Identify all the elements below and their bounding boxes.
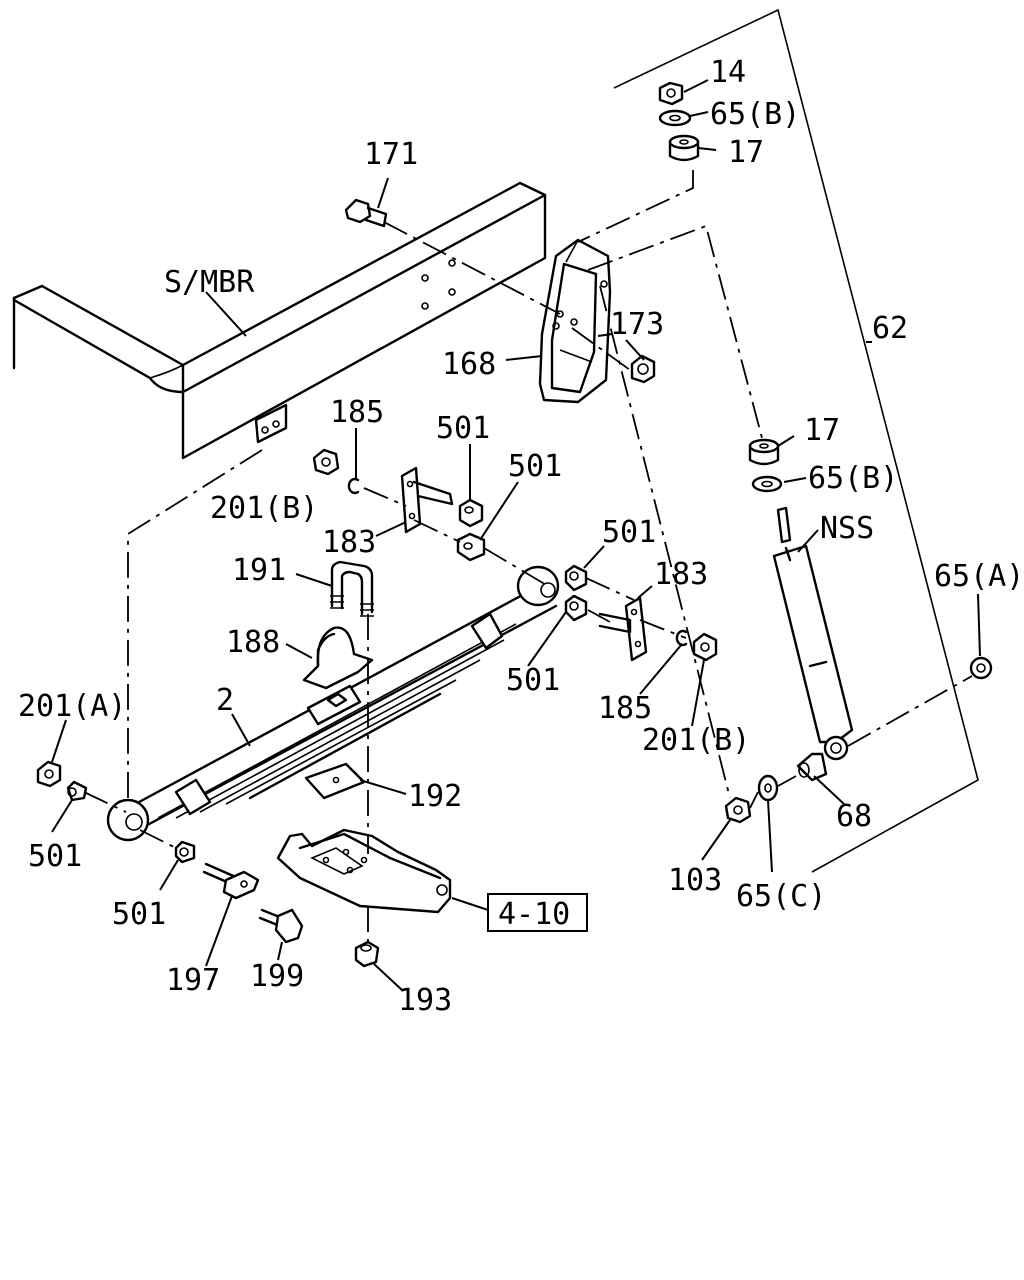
reference-box-4-10 (487, 893, 588, 932)
axle-seat-4-10 (276, 828, 452, 914)
washer-65b-top (658, 109, 692, 127)
label-103: 103 (668, 863, 722, 898)
label-17-mid: 17 (804, 413, 840, 448)
callout-labels: 14 65(B) 17 171 S/MBR 173 62 168 185 501… (18, 55, 1024, 1018)
bushing-501-left-a (458, 498, 484, 528)
clip-185-right (675, 629, 688, 647)
bushing-17-top (668, 134, 700, 162)
bushing-17-mid (748, 438, 780, 466)
label-s-mbr: S/MBR (164, 265, 255, 300)
clip-185-left (347, 477, 360, 495)
label-173: 173 (610, 307, 664, 342)
washer-65b-mid (751, 475, 783, 493)
nut-14 (658, 81, 684, 106)
bracket-168 (538, 238, 612, 404)
label-183-left: 183 (322, 525, 376, 560)
label-193: 193 (398, 983, 452, 1018)
label-501-e: 501 (28, 839, 82, 874)
bolt-199 (258, 908, 304, 944)
label-192: 192 (408, 779, 462, 814)
label-185-left: 185 (330, 395, 384, 430)
label-201b-left: 201(B) (210, 491, 318, 526)
side-member-frame (12, 181, 547, 460)
label-201b-right: 201(B) (642, 723, 750, 758)
assembly-62-outline (613, 8, 979, 873)
nut-201b-left (312, 448, 340, 476)
label-65c: 65(C) (736, 879, 826, 914)
label-501-b: 501 (508, 449, 562, 484)
bushing-501-right-a (564, 564, 588, 592)
label-185-right: 185 (598, 691, 652, 726)
bushing-501-front-b (174, 840, 196, 864)
bushing-501-left-b (456, 532, 486, 562)
shock-absorber-nss (772, 506, 854, 761)
label-168: 168 (442, 347, 496, 382)
label-201a: 201(A) (18, 689, 126, 724)
bushing-68 (796, 752, 828, 782)
washer-65c (757, 774, 779, 802)
bolt-171 (344, 198, 388, 228)
label-199: 199 (250, 959, 304, 994)
washer-65a (969, 656, 993, 680)
nut-201b-right (692, 632, 718, 662)
label-17-top: 17 (728, 135, 764, 170)
shackle-183-right (598, 596, 648, 662)
label-65b-mid: 65(B) (808, 461, 898, 496)
nut-103 (724, 796, 752, 824)
label-183-right: 183 (654, 557, 708, 592)
alignment-lines (83, 170, 973, 944)
bushing-501-front-a (66, 780, 88, 802)
leaf-spring-2 (106, 565, 560, 842)
u-bolt-191 (330, 560, 374, 617)
leader-lines (51, 79, 981, 991)
label-191: 191 (232, 553, 286, 588)
label-501-d: 501 (506, 663, 560, 698)
label-62: 62 (872, 311, 908, 346)
label-501-f: 501 (112, 897, 166, 932)
label-14: 14 (710, 55, 746, 90)
label-65b-top: 65(B) (710, 97, 800, 132)
nut-201a (36, 760, 62, 788)
nut-173 (630, 354, 656, 384)
label-65a: 65(A) (934, 559, 1024, 594)
label-4-10: 4-10 (498, 897, 570, 932)
nut-193 (354, 940, 380, 968)
label-501-c: 501 (602, 515, 656, 550)
plate-192 (304, 762, 366, 800)
label-68: 68 (836, 799, 872, 834)
label-188: 188 (226, 625, 280, 660)
label-nss: NSS (820, 511, 874, 546)
bushing-501-right-b (564, 594, 588, 622)
stud-197 (202, 862, 260, 900)
label-501-a: 501 (436, 411, 490, 446)
spacer-188 (302, 626, 374, 690)
shackle-183-left (400, 466, 454, 534)
label-171: 171 (364, 137, 418, 172)
label-2: 2 (216, 683, 234, 718)
label-197: 197 (166, 963, 220, 998)
